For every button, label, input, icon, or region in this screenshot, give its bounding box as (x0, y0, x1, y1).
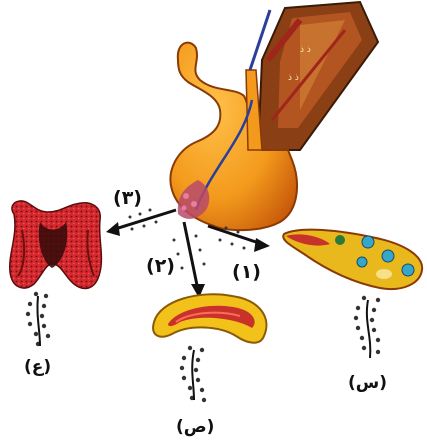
gland-label-ain: (ع) (24, 357, 51, 377)
arrow-3 (106, 209, 176, 237)
arrow-1-label: (١) (232, 261, 261, 283)
gonad-gland-icon (283, 230, 422, 289)
svg-text:ﺫ ﺫ: ﺫ ﺫ (288, 73, 299, 83)
arrow-2-label: (٢) (146, 255, 175, 277)
adrenal-dot-trail (180, 346, 206, 402)
gland-label-s: (س) (348, 373, 387, 393)
adrenal-gland-icon (153, 294, 266, 342)
hypothalamus-tissue: ﺫ ﺫ ﺫ ﺫ (258, 2, 378, 150)
gland-label-sad: (ص) (176, 417, 214, 437)
arrow-2 (173, 222, 206, 298)
thyroid-dot-trail (26, 292, 50, 346)
thyroid-gland-icon (10, 201, 102, 289)
arrow-3-label: (٣) (113, 187, 142, 209)
gonad-dot-trail (354, 296, 380, 358)
svg-text:ﺫ ﺫ: ﺫ ﺫ (300, 45, 311, 55)
